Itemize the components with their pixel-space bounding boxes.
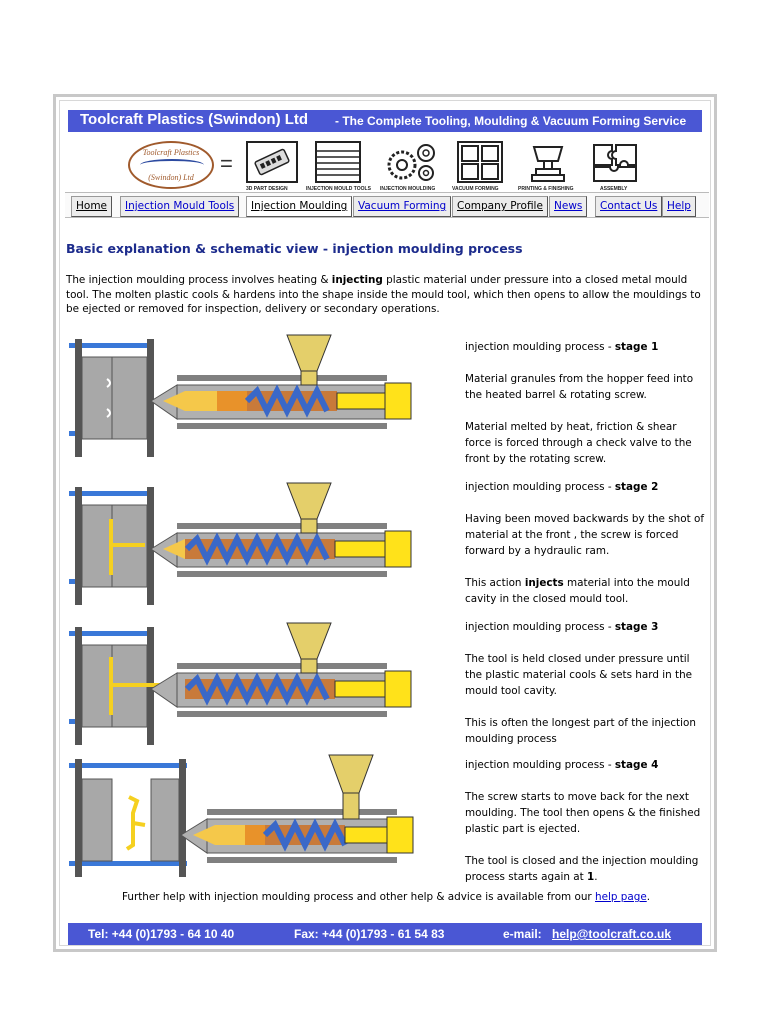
stage-4-paragraph-2: The tool is closed and the injection mou… <box>465 853 705 885</box>
header-banner: Toolcraft Plastics (Swindon) Ltd - The C… <box>68 110 702 132</box>
stage-4-text: injection moulding process - stage 4 The… <box>465 757 705 901</box>
intro-text-2: plastic material under pressure into a c… <box>66 274 701 316</box>
stage-1-diagram <box>69 334 412 457</box>
help-page-link[interactable]: help page <box>595 891 647 903</box>
further-help-end: . <box>646 891 651 903</box>
printing-finishing-icon[interactable] <box>520 139 576 185</box>
service-label-mould-tools: INJECTION MOULD TOOLS <box>306 186 371 192</box>
stage-4-title-bold: stage 4 <box>614 759 659 771</box>
stage-1-title-bold: stage 1 <box>614 341 659 353</box>
vacuum-forming-icon[interactable] <box>452 139 508 185</box>
service-label-3d-design: 3D PART DESIGN <box>246 186 288 192</box>
footer-email-label: e-mail: <box>503 927 542 941</box>
stage-1-paragraph-1: Material granules from the hopper feed i… <box>465 373 694 401</box>
further-help-text: Further help with injection moulding pro… <box>121 891 595 903</box>
stage-4-title: injection moulding process - stage 4 <box>465 757 705 773</box>
stage-2-title: injection moulding process - stage 2 <box>465 479 705 495</box>
3d-part-design-icon[interactable] <box>244 139 300 185</box>
stage-3-title-bold: stage 3 <box>614 621 659 633</box>
injection-mould-tools-icon[interactable] <box>310 139 366 185</box>
main-nav: Home Injection Mould Tools Injection Mou… <box>65 192 709 218</box>
logo-bottom-text: (Swindon) Ltd <box>148 173 194 182</box>
stage-2-paragraph-2: This action injects material into the mo… <box>465 575 705 607</box>
page-title: Basic explanation & schematic view - inj… <box>66 241 523 256</box>
intro-paragraph: The injection moulding process involves … <box>66 273 706 317</box>
stage-4-title-prefix: injection moulding process - <box>465 759 615 771</box>
nav-contact-us[interactable]: Contact Us <box>595 196 663 217</box>
stage-3-paragraph-1: The tool is held closed under pressure u… <box>465 653 693 697</box>
nav-injection-mould-tools[interactable]: Injection Mould Tools <box>120 196 240 217</box>
logo-top-text: Toolcraft Plastics <box>142 148 200 157</box>
stage-2-p2-text-1: This action <box>465 577 525 589</box>
footer-telephone: Tel: +44 (0)1793 - 64 10 40 <box>88 927 235 941</box>
company-logo[interactable]: Toolcraft Plastics (Swindon) Ltd <box>128 141 214 189</box>
company-name: Toolcraft Plastics (Swindon) Ltd <box>80 111 309 128</box>
stage-1-title: injection moulding process - stage 1 <box>465 339 705 355</box>
equals-sign: = <box>220 151 233 176</box>
stage-1-title-prefix: injection moulding process - <box>465 341 615 353</box>
injection-moulding-gears-icon[interactable] <box>382 139 438 185</box>
nav-injection-moulding[interactable]: Injection Moulding <box>246 196 353 217</box>
stage-3-title-prefix: injection moulding process - <box>465 621 615 633</box>
intro-bold: injecting <box>331 274 383 286</box>
stage-2-p2-text-2: material into the mould cavity in the cl… <box>465 577 690 605</box>
tagline: - The Complete Tooling, Moulding & Vacuu… <box>335 114 687 128</box>
stage-4-paragraph-1: The screw starts to move back for the ne… <box>465 791 701 835</box>
stage-4-p2-bold: 1 <box>587 871 595 883</box>
contact-footer: Tel: +44 (0)1793 - 64 10 40 Fax: +44 (0)… <box>68 923 702 945</box>
intro-text-1: The injection moulding process involves … <box>66 274 332 286</box>
stage-1-paragraph-2: Material melted by heat, friction & shea… <box>465 421 692 465</box>
service-label-printing: PRINTING & FINISHING <box>518 186 574 192</box>
nav-vacuum-forming[interactable]: Vacuum Forming <box>353 196 452 217</box>
footer-email-link[interactable]: help@toolcraft.co.uk <box>552 927 672 941</box>
assembly-puzzle-icon[interactable] <box>588 139 644 185</box>
nav-news[interactable]: News <box>549 196 588 217</box>
stage-1-text: injection moulding process - stage 1 Mat… <box>465 339 705 483</box>
stage-4-p2-text-2: . <box>594 871 598 883</box>
stage-4-diagram <box>69 754 414 877</box>
stage-3-title: injection moulding process - stage 3 <box>465 619 705 635</box>
stage-2-title-bold: stage 2 <box>614 481 659 493</box>
stage-2-diagram <box>69 482 412 605</box>
stage-2-p2-bold: injects <box>524 577 564 589</box>
stage-2-paragraph-1: Having been moved backwards by the shot … <box>465 513 704 557</box>
logo-swoosh-icon <box>140 159 204 171</box>
stage-3-paragraph-2: This is often the longest part of the in… <box>465 717 696 745</box>
service-label-moulding: INJECTION MOULDING <box>380 186 436 192</box>
nav-help[interactable]: Help <box>662 196 696 217</box>
stage-3-diagram <box>69 622 412 745</box>
further-help-line: Further help with injection moulding pro… <box>60 891 712 903</box>
stage-4-p2-text-1: The tool is closed and the injection mou… <box>465 855 699 883</box>
stage-2-text: injection moulding process - stage 2 Hav… <box>465 479 705 623</box>
stage-2-title-prefix: injection moulding process - <box>465 481 615 493</box>
nav-company-profile[interactable]: Company Profile <box>452 196 548 217</box>
service-label-vacuum: VACUUM FORMING <box>452 186 499 192</box>
page-frame: Toolcraft Plastics (Swindon) Ltd - The C… <box>53 94 717 952</box>
nav-home[interactable]: Home <box>71 196 113 217</box>
service-label-assembly: ASSEMBLY <box>600 186 628 192</box>
stage-3-text: injection moulding process - stage 3 The… <box>465 619 705 763</box>
page-content: Toolcraft Plastics (Swindon) Ltd - The C… <box>59 100 711 946</box>
footer-fax: Fax: +44 (0)1793 - 61 54 83 <box>294 927 445 941</box>
